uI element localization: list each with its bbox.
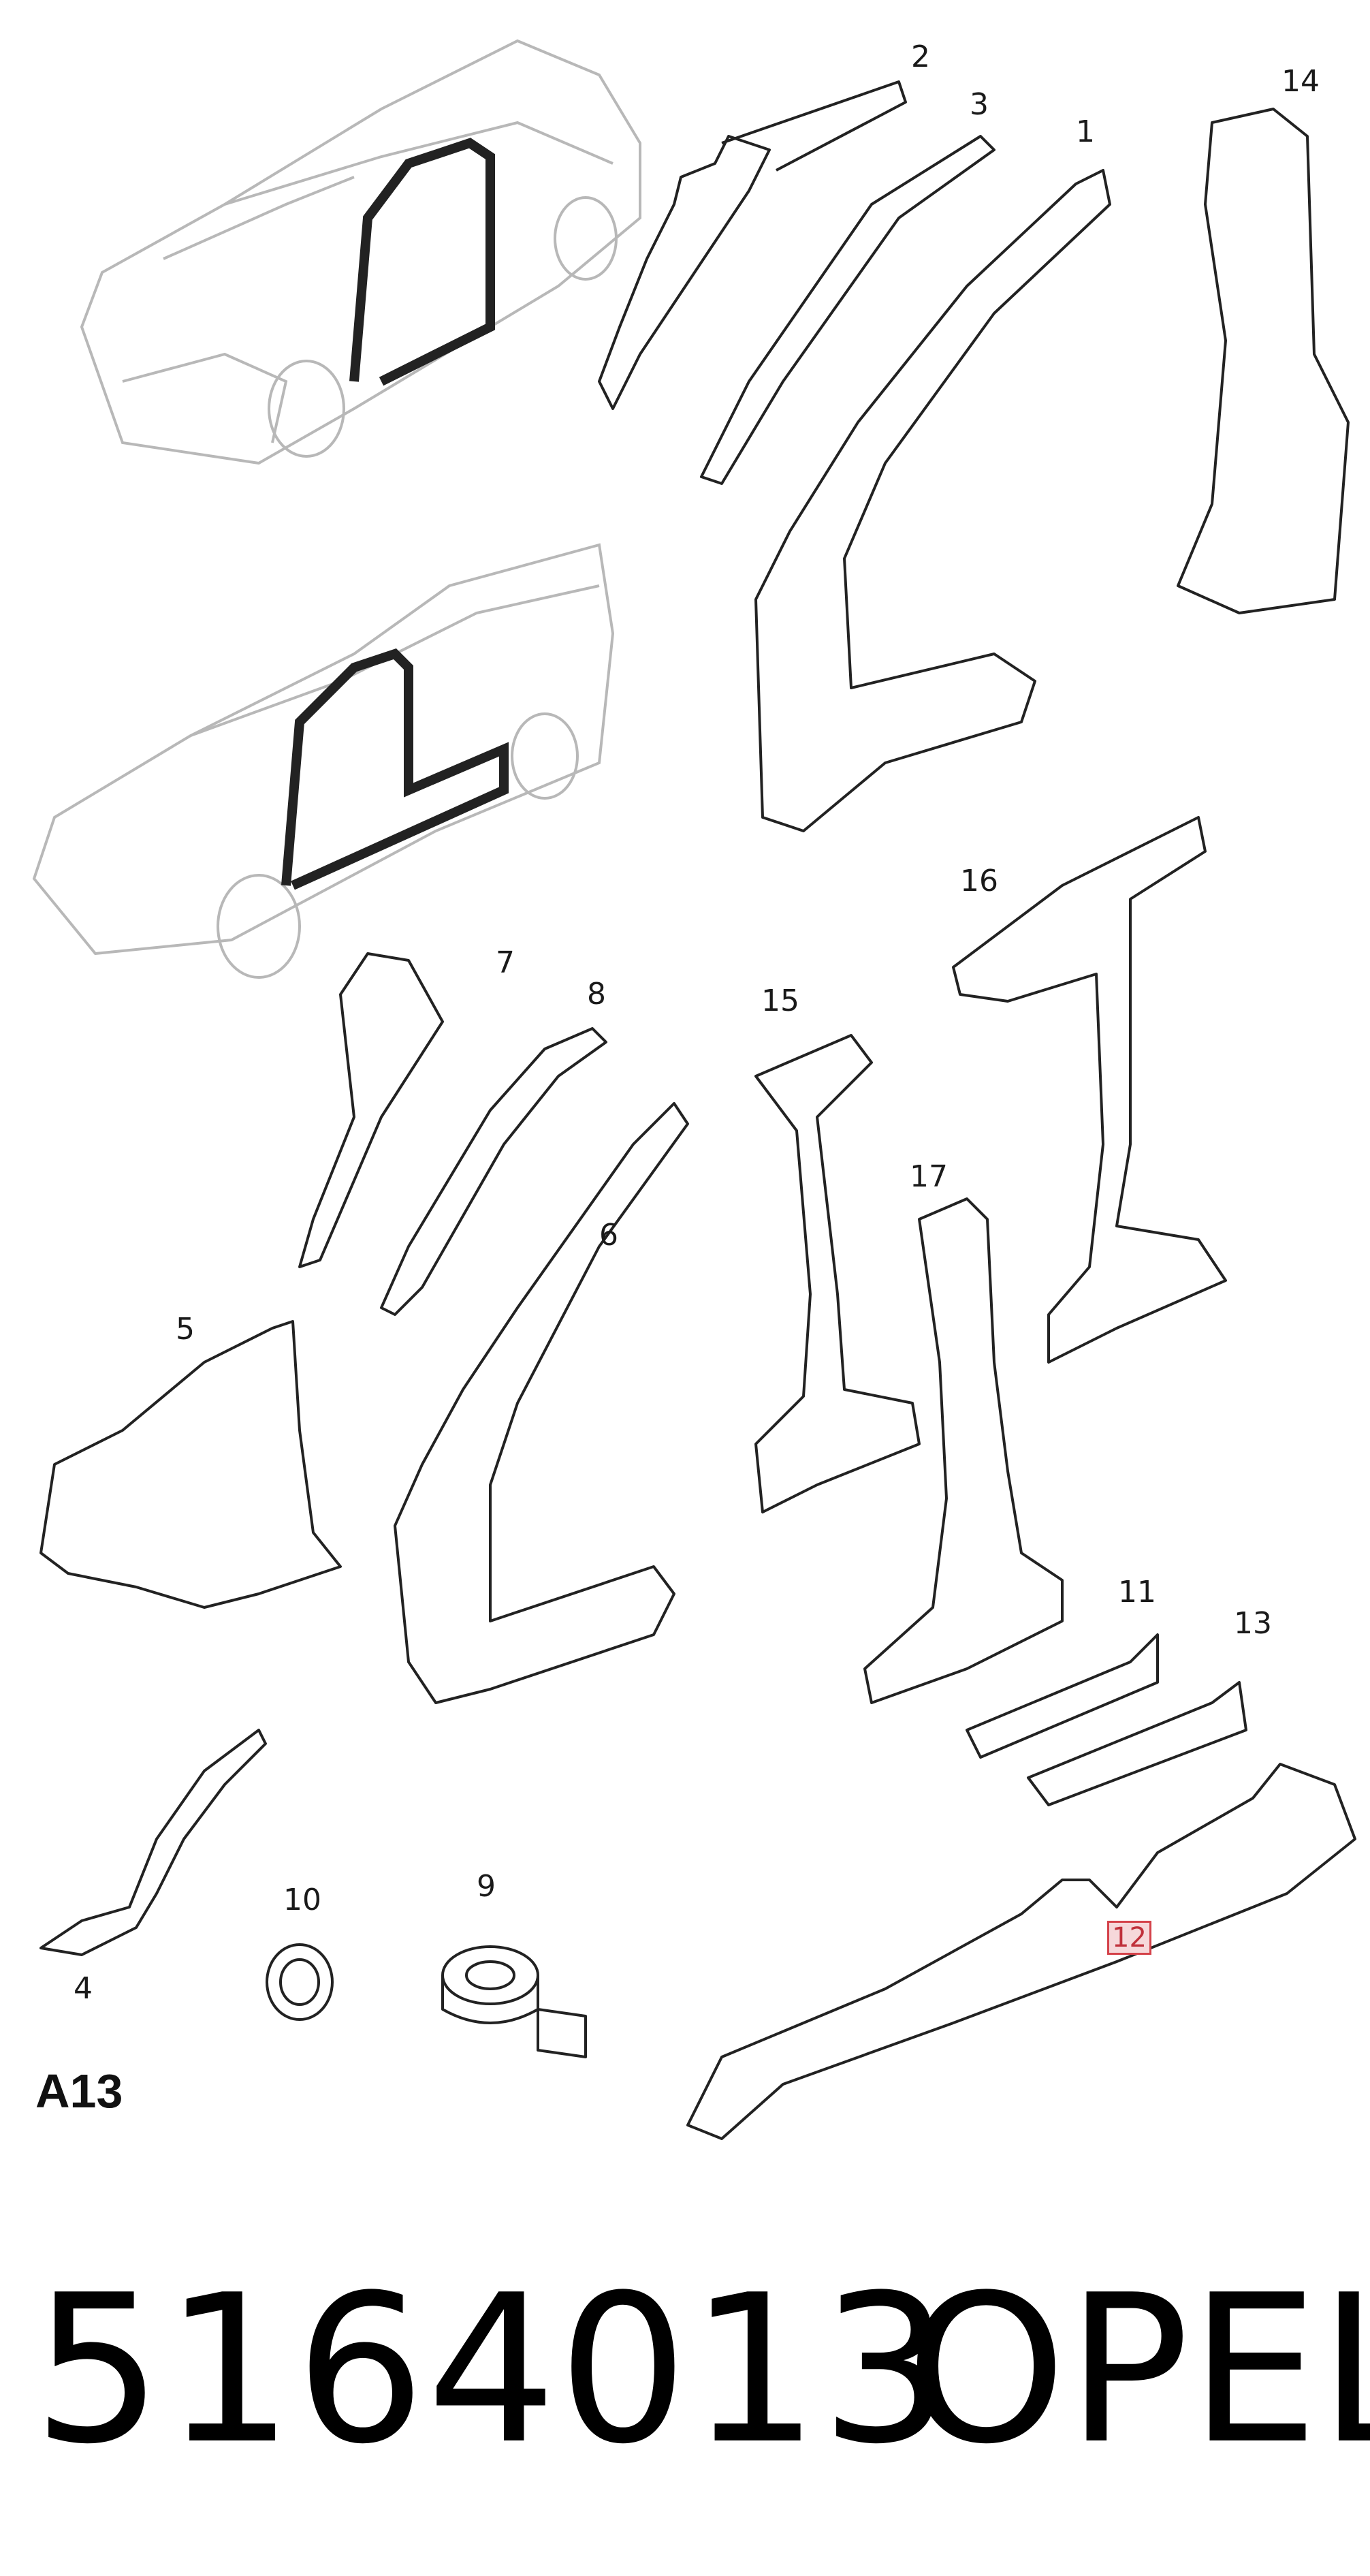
callout-2: 2	[911, 40, 930, 74]
callout-12-highlighted: 12	[1107, 1921, 1151, 1955]
section-code: A13	[35, 2064, 123, 2118]
callout-9: 9	[477, 1869, 496, 1904]
reference-car-estate	[32, 543, 615, 979]
callout-5: 5	[176, 1312, 195, 1347]
callout-8: 8	[587, 977, 606, 1011]
callout-13: 13	[1234, 1606, 1272, 1641]
callout-14: 14	[1281, 64, 1320, 99]
highlighted-body-sides-hatchback	[349, 138, 495, 386]
callout-7: 7	[496, 945, 515, 980]
part-outlines	[39, 80, 1356, 2140]
callout-16: 16	[960, 864, 998, 898]
callout-4: 4	[74, 1971, 93, 2006]
part-number: 5164013	[33, 2251, 953, 2489]
callout-3: 3	[970, 87, 989, 122]
callout-15: 15	[761, 984, 799, 1018]
callout-17: 17	[910, 1159, 948, 1194]
callout-6: 6	[599, 1218, 618, 1253]
callout-11: 11	[1118, 1575, 1156, 1609]
reference-car-hatchback	[80, 39, 641, 465]
callout-1: 1	[1076, 114, 1095, 149]
callout-10: 10	[283, 1883, 321, 1917]
brand-name: OPEL	[906, 2251, 1370, 2489]
highlighted-body-sides-estate	[281, 648, 509, 890]
